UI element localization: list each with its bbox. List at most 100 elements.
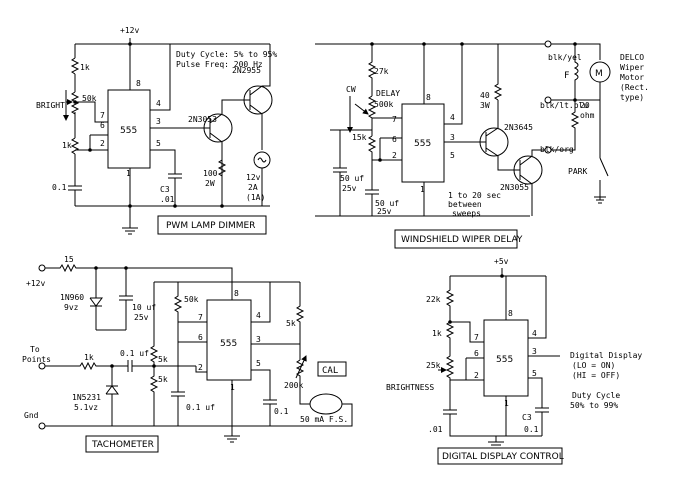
component-label: BRIGHT (36, 101, 65, 110)
component-label: 25v (134, 313, 149, 322)
component-label: 500k (374, 100, 393, 109)
component-label: 6 (198, 333, 203, 342)
component-label: Wiper (620, 63, 644, 72)
digital-555-chip (483, 319, 529, 397)
component-label: CAL (322, 366, 338, 376)
component-label: 2W (205, 179, 215, 188)
component-label: 1 (420, 185, 425, 194)
wiper-q2-transistor (513, 155, 543, 185)
component-label: 8 (234, 289, 239, 298)
component-label: 5 (450, 151, 455, 160)
component-label: blk/yel (548, 53, 582, 62)
component-label: .01 (428, 425, 443, 434)
component-label: 50k (82, 94, 97, 103)
component-label: (1A) (246, 193, 265, 202)
component-label: 25v (342, 184, 357, 193)
component-label: 1k (84, 353, 94, 362)
component-label: DELAY (376, 89, 400, 98)
windshield-wiper-delay: 555 8 7 6 2 4 3 5 1 (315, 40, 649, 249)
component-label: 20 (580, 101, 590, 110)
component-label: F (564, 71, 569, 81)
component-label: 50% to 99% (570, 401, 618, 410)
component-label: 40 (480, 91, 490, 100)
component-label: 0.1 uf (120, 349, 149, 358)
component-label: (Rect. (620, 83, 649, 92)
component-label: sweeps (452, 209, 481, 218)
component-label: 6 (392, 135, 397, 144)
component-label: 5.1vz (74, 403, 98, 412)
component-label: 555 (120, 126, 137, 136)
component-label: C3 (522, 413, 532, 422)
component-label: 7 (474, 333, 479, 342)
component-label: 27k (374, 67, 389, 76)
component-label: 5 (256, 359, 261, 368)
component-label: blk/lt.blu (540, 101, 588, 110)
component-label: blk/org (540, 145, 574, 154)
tachometer: 555 8 7 6 2 4 3 5 1 CAL +12v 15 1N960 9v… (22, 255, 353, 453)
component-label: 1N960 (60, 293, 84, 302)
component-label: 200k (284, 381, 303, 390)
component-label: 3 (532, 347, 537, 356)
component-label: To (30, 345, 40, 354)
tach-555-chip (206, 299, 252, 381)
component-label: 6 (100, 121, 105, 130)
component-label: 7 (198, 313, 203, 322)
component-label: Gnd (24, 411, 39, 420)
component-label: 2A (248, 183, 258, 192)
component-label: Points (22, 355, 51, 364)
component-label: +5v (494, 257, 509, 266)
component-label: BRIGHTNESS (386, 383, 434, 392)
component-label: 8 (508, 309, 513, 318)
component-label: 555 (496, 355, 513, 365)
component-label: 3 (256, 335, 261, 344)
component-label: 0.1 (274, 407, 289, 416)
component-label: 4 (450, 113, 455, 122)
component-label: .01 (160, 195, 175, 204)
component-label: 2 (392, 151, 397, 160)
pwm-555-chip (107, 89, 151, 169)
component-label: 7 (392, 115, 397, 124)
component-label: 22k (426, 295, 441, 304)
pwm-q2-transistor (243, 85, 273, 115)
component-label: 5 (156, 139, 161, 148)
component-label: 50 mA F.S. (300, 415, 348, 424)
component-label: 7 (100, 111, 105, 120)
component-label: 555 (220, 339, 237, 349)
component-label: 0.1 (524, 425, 539, 434)
component-label: DELCO (620, 53, 644, 62)
component-label: PARK (568, 167, 587, 176)
digital-title: DIGITAL DISPLAY CONTROL (442, 452, 564, 462)
component-label: 100 (203, 169, 218, 178)
component-label: (HI = OFF) (572, 371, 620, 380)
component-label: 50 uf (340, 174, 364, 183)
component-label: 2N3055 (500, 183, 529, 192)
component-label: 6 (474, 349, 479, 358)
component-label: 2 (474, 371, 479, 380)
component-label: 8 (426, 93, 431, 102)
component-label: 2N3645 (504, 123, 533, 132)
component-label: C3 (160, 185, 170, 194)
component-label: 2 (198, 363, 203, 372)
component-label: 3W (480, 101, 490, 110)
component-label: 555 (414, 139, 431, 149)
component-label: 5k (158, 375, 168, 384)
component-label: 4 (156, 99, 161, 108)
component-label: 15k (352, 133, 367, 142)
component-label: Motor (620, 73, 644, 82)
component-label: 5k (158, 355, 168, 364)
meter-icon (309, 393, 343, 415)
component-label: type) (620, 93, 644, 102)
component-label: Digital Display (570, 351, 642, 360)
tach-title: TACHOMETER (91, 440, 154, 450)
component-label: Duty Cycle (572, 391, 620, 400)
component-label: (LO = ON) (572, 361, 615, 370)
component-label: 0.1 uf (186, 403, 215, 412)
component-label: Pulse Freq: 200 Hz (176, 60, 263, 69)
component-label: 2N3053 (188, 115, 217, 124)
component-label: Duty Cycle: 5% to 95% (176, 50, 277, 59)
component-label: 50k (184, 295, 199, 304)
component-label: 12v (246, 173, 261, 182)
digital-display-control: 555 8 7 6 2 4 3 5 1 +5v 22k 1k 25k BRIGH… (386, 257, 642, 465)
pwm-lamp-dimmer: 555 8 7 6 2 4 3 5 1 (36, 26, 277, 235)
